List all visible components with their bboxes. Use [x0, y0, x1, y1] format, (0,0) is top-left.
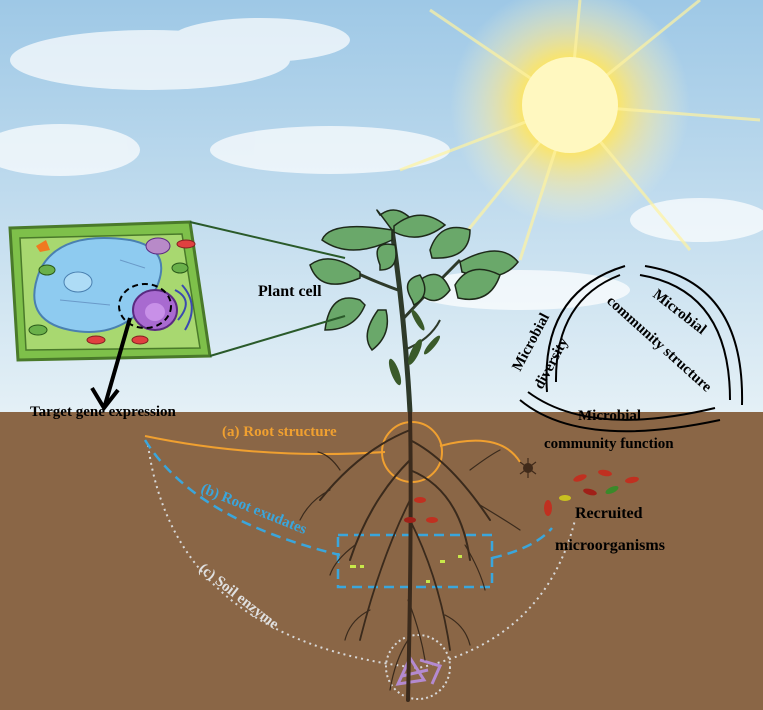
exudate-particles — [350, 555, 462, 583]
cell-link-line-bottom — [209, 315, 346, 357]
enzyme-circle — [385, 634, 451, 700]
root-system — [299, 410, 521, 702]
root-structure-curve-right — [439, 439, 521, 463]
enzyme-icon — [395, 654, 443, 686]
plant-cell-icon — [8, 220, 212, 362]
soil — [0, 412, 763, 710]
clouds — [0, 18, 763, 310]
label-target-gene: Target gene expression — [30, 404, 176, 420]
arrow-head — [90, 386, 120, 412]
root-structure-curve — [144, 435, 386, 455]
gene-expression-arrow — [103, 317, 132, 406]
label-function-1: Microbial — [578, 408, 641, 424]
label-function-2: community function — [544, 436, 674, 452]
label-root-structure: (a) Root structure — [222, 424, 337, 440]
plant-icon — [309, 209, 519, 413]
label-plant-cell: Plant cell — [258, 283, 322, 300]
sun-icon — [399, 0, 761, 261]
label-recruited-1: Recruited — [575, 505, 643, 522]
root-exudates-curve — [143, 439, 341, 557]
microbe-icons — [404, 458, 639, 523]
cell-link-line-top — [189, 221, 346, 259]
label-recruited-2: microorganisms — [555, 537, 665, 554]
root-exudates-curve-right — [491, 527, 553, 560]
microbial-triangle-arcs — [519, 265, 744, 433]
